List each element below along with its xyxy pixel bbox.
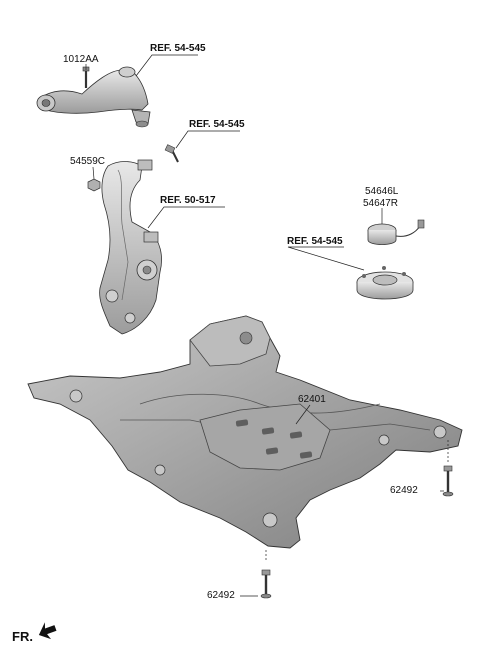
upper-control-arm <box>36 66 151 128</box>
label-strut-mount-ref: REF. 54-545 <box>287 236 343 247</box>
subframe-bolt-bottom <box>260 569 272 599</box>
label-sensor-right: 54647R <box>363 198 399 209</box>
label-subframe: 62401 <box>298 394 326 405</box>
knuckle-bolt <box>164 144 179 163</box>
label-subframe-bolt-bottom: 62492 <box>207 590 235 601</box>
label-knuckle-bolt-ref: REF. 54-545 <box>189 119 245 130</box>
leader-lines <box>85 54 449 597</box>
subframe-bolt-right <box>442 465 454 497</box>
front-direction-arrow-icon <box>38 622 57 640</box>
label-knuckle-nut: 54559C <box>70 156 106 167</box>
label-knuckle-ref: REF. 50-517 <box>160 195 216 206</box>
strut-mount-sensor <box>367 219 425 245</box>
label-subframe-bolt-right: 62492 <box>390 485 418 496</box>
label-upper-arm-bolt: 1012AA <box>63 54 99 65</box>
steering-knuckle <box>99 159 162 335</box>
upper-arm-bolt <box>82 66 90 88</box>
label-upper-arm-ref: REF. 54-545 <box>150 43 206 54</box>
front-subframe <box>27 315 463 549</box>
label-sensor-left: 54646L <box>365 186 399 197</box>
knuckle-nut <box>87 178 101 192</box>
strut-mount <box>356 266 414 300</box>
label-front-indicator: FR. <box>12 629 33 644</box>
